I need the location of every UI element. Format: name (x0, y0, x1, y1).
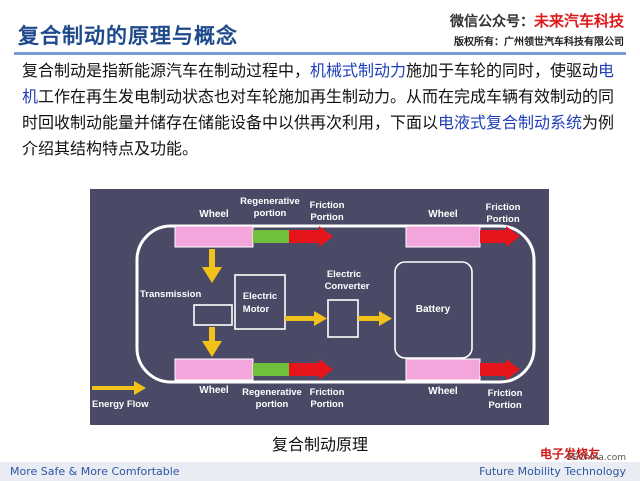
transmission-box (193, 304, 233, 326)
wechat-account: 微信公众号：未来汽车科技 (450, 10, 624, 31)
label-regen-top-2: portion (254, 208, 287, 219)
friction-bar-top-right (480, 230, 506, 243)
intro-text-4: 为例介绍其结构特点及功能。 (22, 113, 615, 158)
label-regen-bottom-1: Regenerative (242, 387, 302, 398)
friction-arrow-bottom-right (506, 359, 520, 380)
friction-arrow-top-right (506, 226, 520, 247)
wheel-bottom-right (405, 358, 481, 381)
friction-bar-bottom (289, 363, 319, 376)
header-divider (14, 52, 626, 55)
intro-text-3: 工作在再生发电制动状态也对车轮施加再生制动力。从而在完成车辆有效制动的同时回收制… (22, 87, 615, 132)
footer-bar (0, 462, 640, 481)
label-friction-br-1: Friction (488, 388, 523, 399)
label-battery: Battery (416, 304, 451, 315)
intro-paragraph: 复合制动是指新能源汽车在制动过程中，机械式制动力施加于车轮的同时，使驱动电机工作… (22, 58, 622, 162)
label-friction-tr-1: Friction (486, 202, 521, 213)
label-friction-bottom-2: Portion (310, 399, 343, 410)
friction-arrow-top (319, 226, 333, 247)
wheel-bottom-left (174, 358, 254, 381)
page-title: 复合制动的原理与概念 (18, 24, 238, 48)
label-regen-bottom-2: portion (256, 399, 289, 410)
composite-braking-diagram: Wheel Regenerative portion Friction Port… (90, 189, 549, 425)
electric-motor-box (234, 274, 286, 330)
wechat-prefix: 微信公众号： (449, 14, 534, 30)
regen-bar-bottom (253, 363, 289, 376)
brand-name: 未来汽车科技 (533, 12, 624, 30)
label-friction-top-1: Friction (310, 200, 345, 211)
wheel-top-left (174, 225, 254, 248)
watermark-logo: 电子发烧友 (539, 447, 600, 461)
watermark-site: EEChina.com (566, 453, 626, 463)
friction-bar-bottom-right (480, 363, 506, 376)
wheel-top-right (405, 225, 481, 248)
label-converter-2: Converter (325, 281, 370, 292)
label-friction-bottom-1: Friction (310, 387, 345, 398)
intro-text-2: 施加于车轮的同时，使驱动 (406, 61, 599, 80)
label-wheel-bottom-right: Wheel (428, 386, 458, 397)
label-regen-top-1: Regenerative (240, 196, 300, 207)
copyright-notice: 版权所有：广州领世汽车科技有限公司 (454, 37, 624, 48)
energy-arrows (92, 249, 392, 395)
intro-text-1: 复合制动是指新能源汽车在制动过程中， (22, 61, 311, 80)
label-wheel-bottom-left: Wheel (199, 385, 229, 396)
highlight-motor: 电机 (22, 61, 615, 106)
footer-slogan-right: Future Mobility Technology (479, 465, 626, 478)
highlight-ehb-system: 电液式复合制动系统 (438, 113, 583, 132)
friction-bar-top (289, 230, 319, 243)
label-friction-top-2: Portion (310, 212, 343, 223)
diagram-caption: 复合制动原理 (271, 435, 368, 454)
label-energy-flow: Energy Flow (92, 399, 149, 410)
highlight-mechanical-braking: 机械式制动力 (310, 61, 407, 80)
label-wheel-top-left: Wheel (199, 209, 229, 220)
label-friction-br-2: Portion (488, 400, 521, 411)
label-transmission: Transmission (140, 289, 201, 300)
footer-slogan-left: More Safe & More Comfortable (10, 465, 180, 478)
chassis-outline (135, 224, 536, 384)
regen-bar-top (253, 230, 289, 243)
label-friction-tr-2: Portion (486, 214, 519, 225)
label-converter-1: Electric (327, 269, 361, 280)
label-motor-2: Motor (243, 304, 270, 315)
friction-arrow-bottom (319, 359, 333, 380)
battery-box (394, 261, 473, 359)
label-motor-1: Electric (243, 291, 277, 302)
label-wheel-top-right: Wheel (428, 209, 458, 220)
